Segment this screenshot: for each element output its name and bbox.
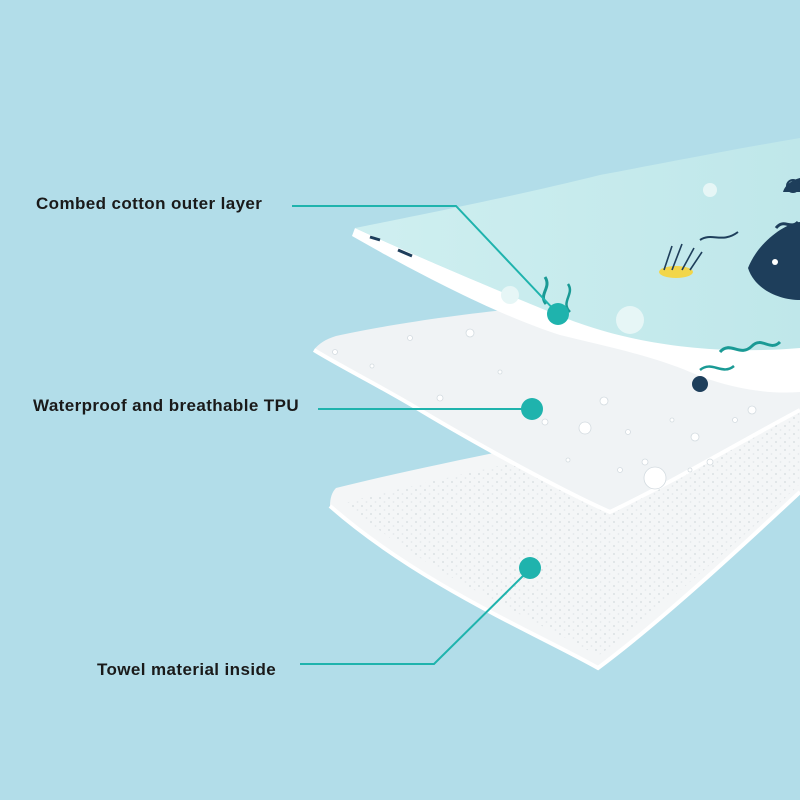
callout-dot-outer <box>547 303 569 325</box>
jellyfish-icon <box>659 266 693 278</box>
callout-towel <box>300 557 541 665</box>
label-towel-material-inside: Towel material inside <box>97 660 277 679</box>
callout-tpu <box>318 398 543 420</box>
callout-outer <box>292 205 569 325</box>
cotton-layer <box>352 138 800 393</box>
callout-dot-tpu <box>521 398 543 420</box>
label-waterproof-breathable-tpu: Waterproof and breathable TPU <box>33 396 299 415</box>
callout-dot-towel <box>519 557 541 579</box>
water-droplets <box>332 328 757 490</box>
label-combed-cotton-outer-layer: Combed cotton outer layer <box>36 194 263 213</box>
print-motifs <box>369 178 800 392</box>
